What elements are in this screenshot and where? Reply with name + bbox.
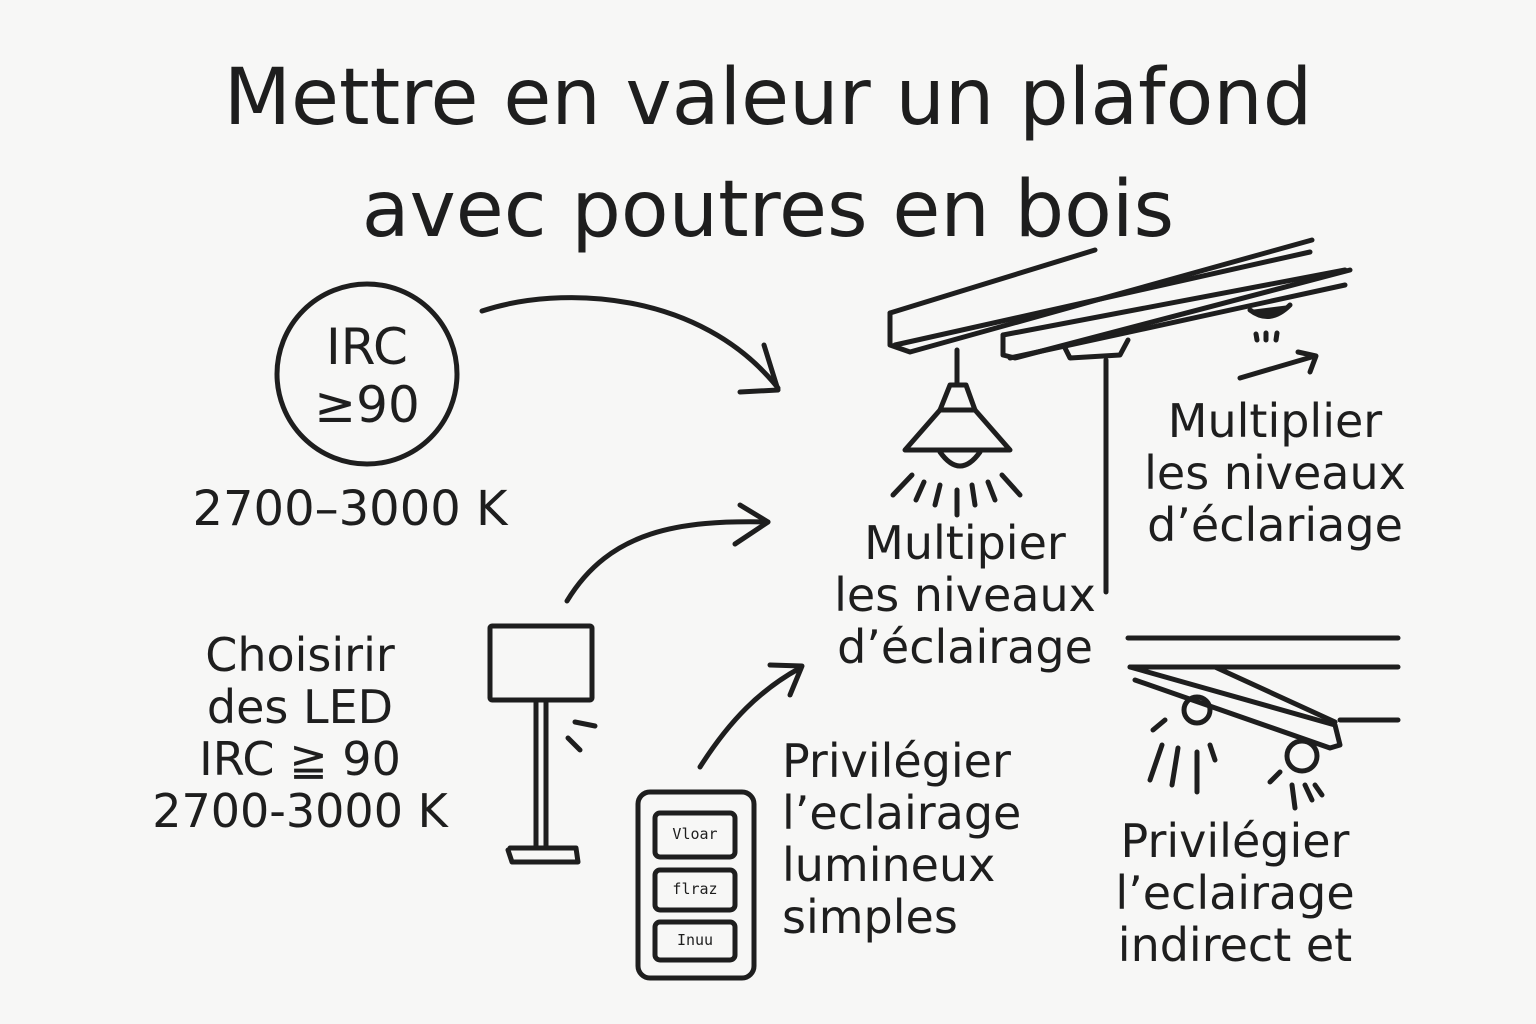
irc-circle-icon	[274, 281, 460, 467]
arrow-icon	[697, 662, 805, 770]
led-advice-text: Choisirir des LED IRC ≧ 90 2700-3000 K	[120, 628, 480, 838]
irc-badge-value: ≥90	[314, 376, 420, 434]
indirect-line-3: indirect et	[1117, 917, 1353, 972]
spot-line-3: d’éclariage	[1147, 497, 1403, 552]
dimmer-line-3: lumineux	[782, 837, 996, 892]
ceiling-beam-icon	[887, 237, 1353, 595]
dimmer-button-2: flraz	[672, 880, 718, 898]
led-line-3: IRC ≧ 90	[199, 731, 401, 786]
led-line-4: 2700-3000 K	[152, 783, 448, 838]
title-line-2: avec poutres en bois	[361, 165, 1175, 255]
indirect-line-2: l’eclairage	[1115, 865, 1355, 920]
spot-line-2: les niveaux	[1144, 445, 1406, 500]
pendant-line-2: les niveaux	[834, 567, 1096, 622]
page-title: Mettre en valeur un plafond avec poutres…	[0, 42, 1536, 266]
floor-lamp-icon	[487, 623, 598, 865]
dimmer-line-2: l’eclairage	[782, 785, 1022, 840]
irc-badge: IRC ≥90	[292, 318, 442, 434]
indirect-line-1: Privilégier	[1120, 814, 1350, 868]
spotlight-icon	[1125, 635, 1401, 811]
pendant-line-1: Multipier	[864, 516, 1066, 570]
dimmer-button-3: Inuu	[676, 931, 714, 949]
led-line-2: des LED	[206, 679, 394, 734]
color-temperature-label: 2700–3000 K	[192, 481, 508, 537]
indirect-advice-text: Privilégier l’eclairage indirect et	[1100, 814, 1370, 972]
title-line-1: Mettre en valeur un plafond	[223, 53, 1313, 143]
spot-line-1: Multiplier	[1167, 394, 1383, 448]
irc-badge-label: IRC	[326, 318, 408, 376]
pendant-line-3: d’éclairage	[837, 619, 1093, 674]
dimmer-button-1: Vloar	[672, 825, 718, 843]
dimmer-advice-text: Privilégier l’eclairage lumineux simples	[782, 734, 1042, 944]
dimmer-line-4: simples	[782, 889, 958, 944]
spot-advice-text: Multiplier les niveaux d’éclariage	[1130, 394, 1420, 552]
pendant-lamp-icon	[890, 347, 1023, 518]
dimmer-switch-icon	[635, 789, 757, 981]
pendant-advice-text: Multipier les niveaux d’éclairage	[820, 516, 1110, 674]
arrow-icon	[479, 295, 781, 395]
arrow-icon	[564, 502, 771, 604]
led-line-1: Choisirir	[205, 628, 395, 682]
dimmer-line-1: Privilégier	[782, 734, 1011, 788]
